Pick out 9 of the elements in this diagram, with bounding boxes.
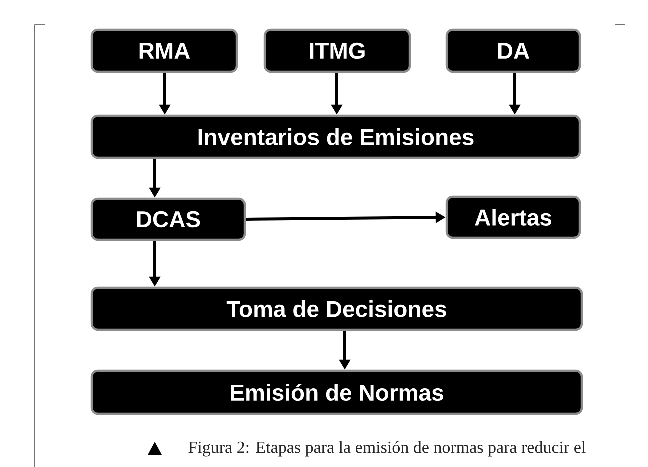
process-box: RMA	[90, 28, 238, 74]
caption: Figura 2: Etapas para la emisión de normas para reducir el	[188, 441, 586, 457]
process-box: Toma de Decisiones	[90, 286, 584, 332]
process-box: Inventarios de Emisiones	[90, 114, 582, 160]
process-box: Alertas	[446, 196, 582, 240]
process-box: Emisión de Normas	[90, 370, 584, 416]
process-box: DA	[446, 28, 582, 74]
process-box: DCAS	[90, 198, 246, 242]
process-box: ITMG	[264, 28, 412, 74]
